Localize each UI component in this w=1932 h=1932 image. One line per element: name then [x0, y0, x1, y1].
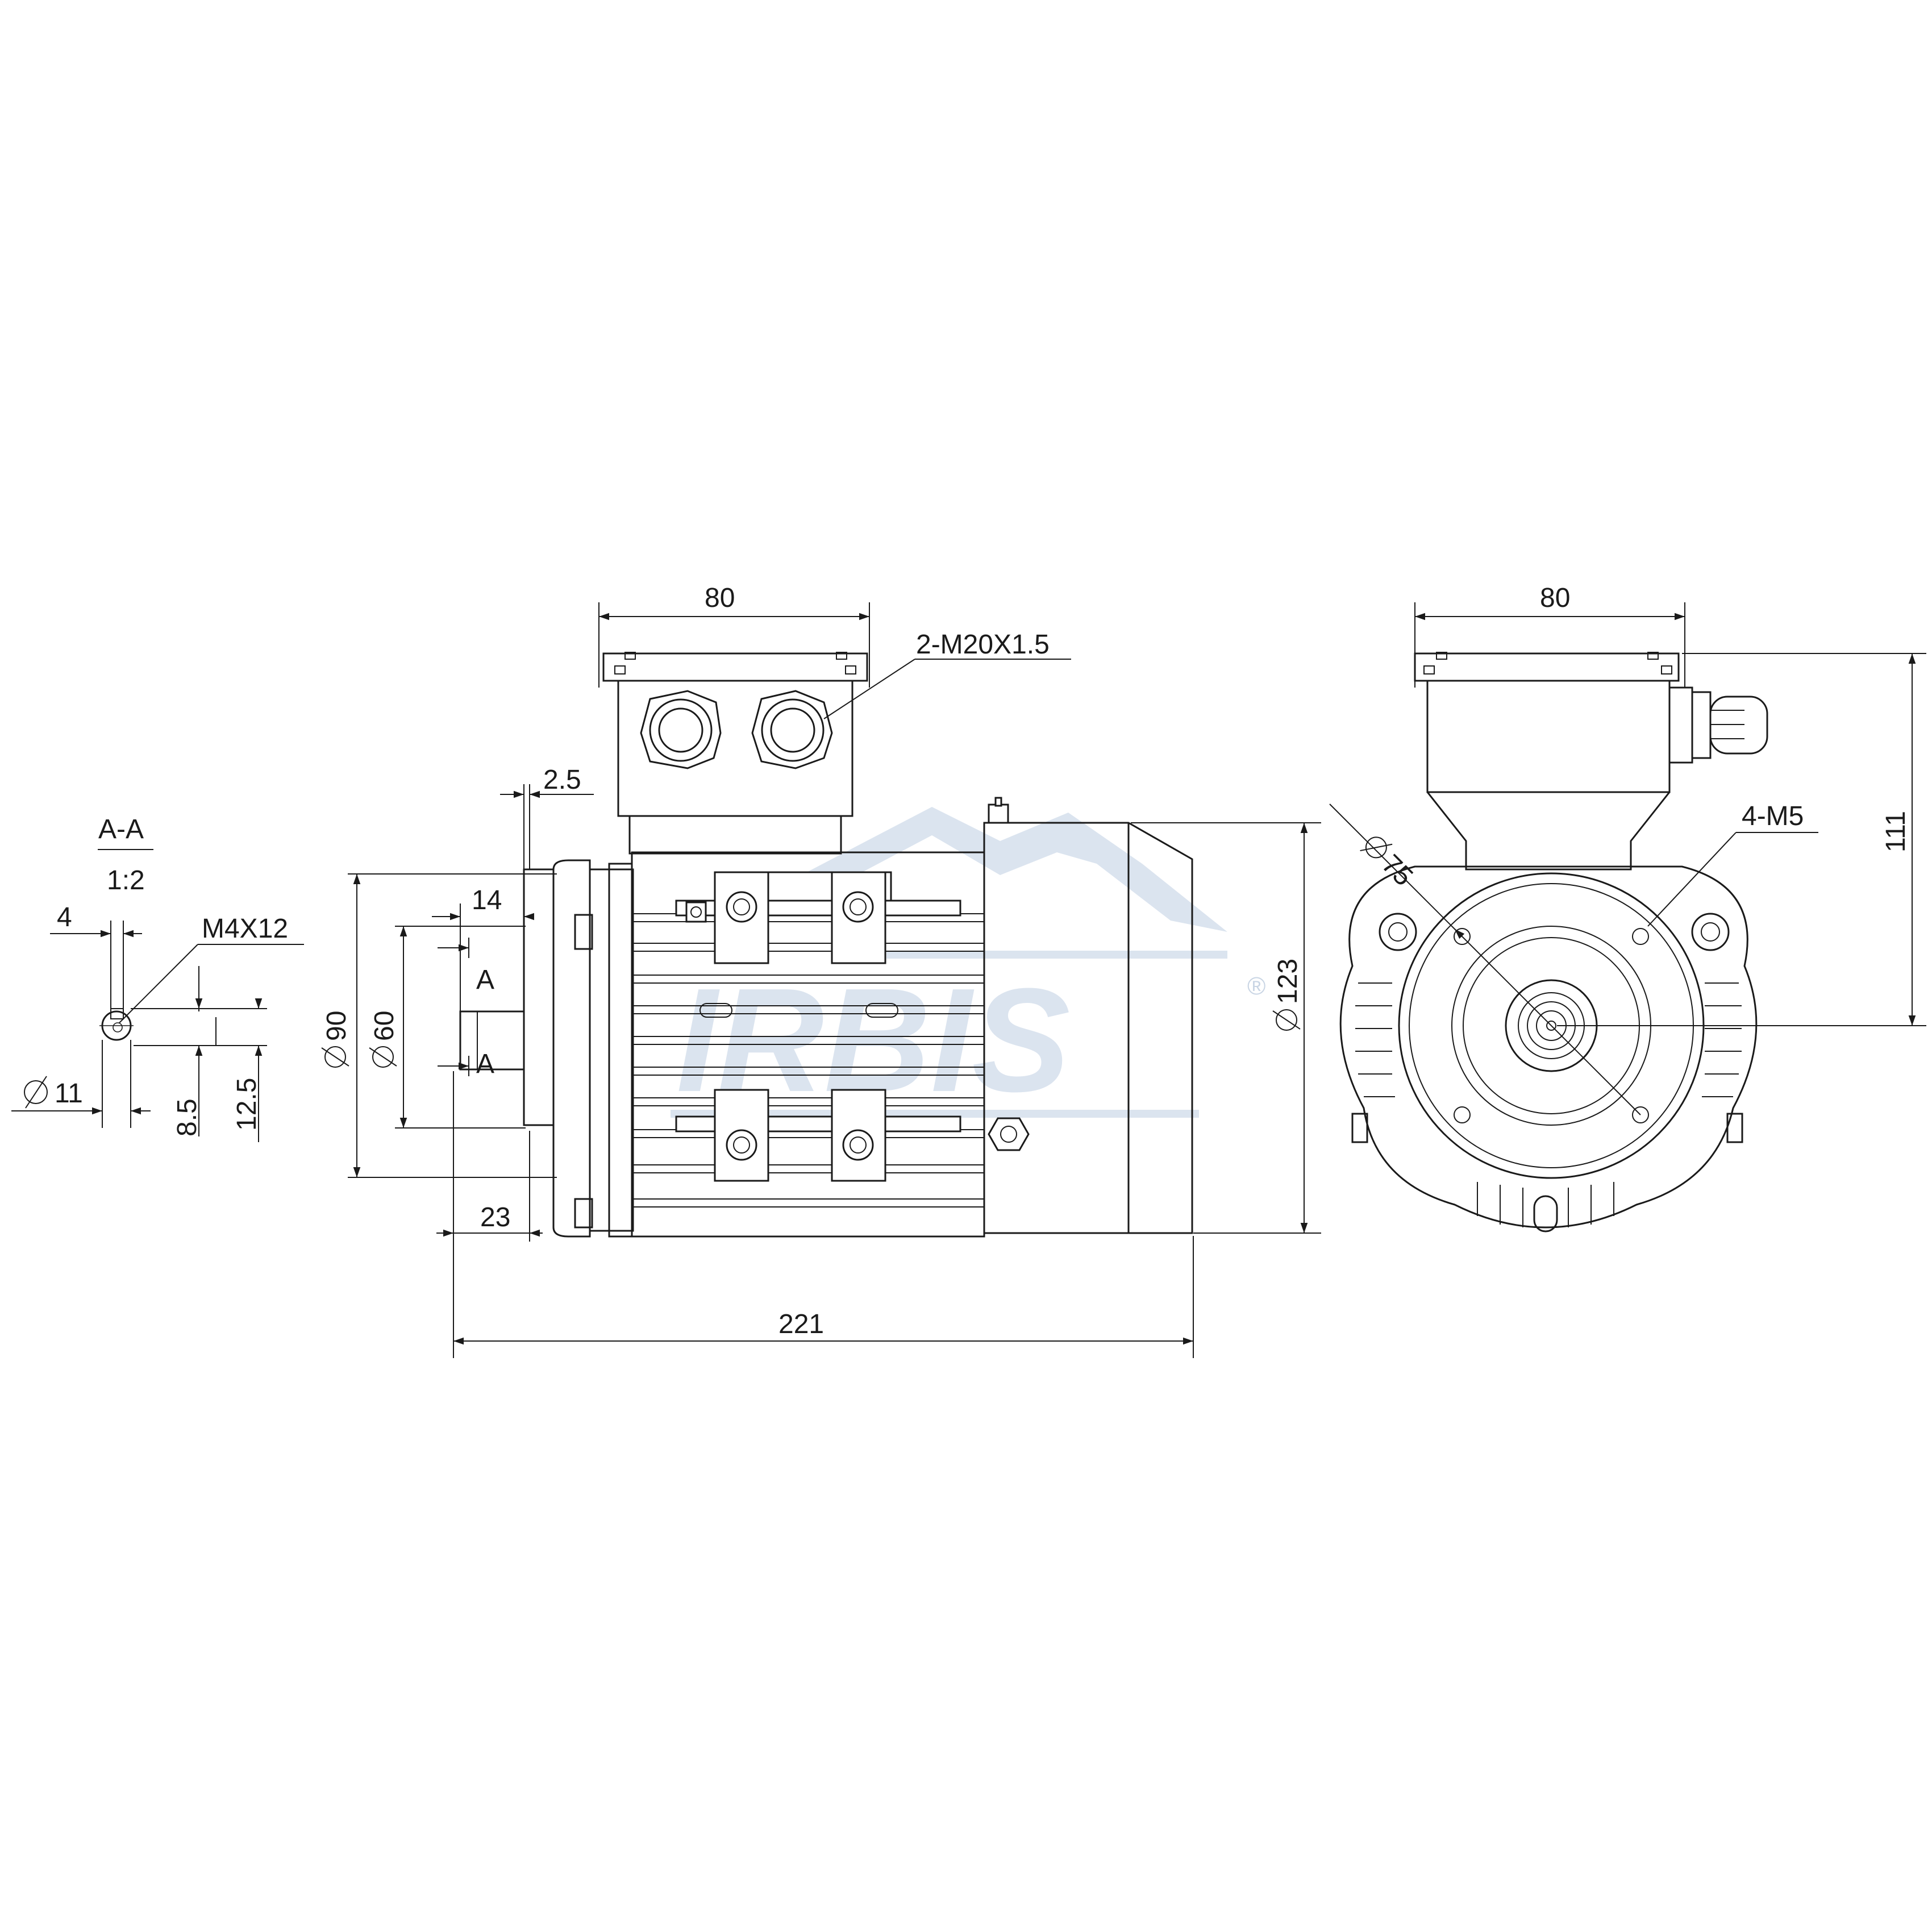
flange-lug — [1379, 913, 1417, 951]
diameter-symbol-icon — [372, 1046, 394, 1068]
leader-line — [1647, 832, 1737, 927]
flange-plate — [523, 868, 555, 1126]
side-boss — [1351, 1113, 1368, 1143]
section-marker-bottom: A — [476, 1049, 494, 1079]
flange-lug — [1691, 913, 1730, 951]
lid-screw — [1647, 652, 1659, 660]
terminal-box-lid — [1414, 652, 1680, 682]
flange-hole — [1454, 1106, 1471, 1123]
flange-thickness-label: 2.5 — [543, 765, 581, 795]
diameter-symbol-icon — [324, 1046, 346, 1068]
overall-length-label: 221 — [778, 1309, 824, 1339]
pcd-line — [1329, 803, 1641, 1115]
frame-slot — [865, 1003, 898, 1018]
end-frame-outline — [1339, 865, 1758, 1229]
terminal-box-width-label: 80 — [705, 583, 735, 613]
lid-screw — [624, 652, 636, 660]
leader-line — [823, 659, 915, 719]
section-marker-top: A — [476, 965, 494, 995]
cable-gland-left — [640, 690, 722, 769]
tapped-hole-label: M4X12 — [202, 914, 288, 944]
brake-plug — [988, 797, 1009, 824]
keyway — [110, 1008, 124, 1019]
registered-mark: ® — [1247, 972, 1265, 1000]
end-terminal-box-width-label: 80 — [1540, 583, 1570, 613]
end-shield-rim — [608, 863, 633, 1238]
flange-body — [552, 859, 591, 1238]
end-fins — [1355, 982, 1742, 1227]
diameter-symbol-icon — [25, 1076, 47, 1109]
flange-lug-hole — [1388, 922, 1408, 942]
section-aa: A-A 1:2 4 M4X12 11 8.5 — [11, 814, 304, 1142]
mounting-lug-top — [675, 871, 961, 964]
end-bolt — [574, 1198, 593, 1229]
lid-screw — [614, 665, 626, 674]
breather-plug — [988, 1117, 1030, 1151]
end-bolt — [574, 914, 593, 950]
flange-hole — [1632, 928, 1649, 945]
diameter-symbol-icon — [321, 1047, 349, 1067]
flange-holes-label: 4-M5 — [1742, 801, 1804, 831]
section-title: A-A — [98, 814, 144, 844]
diameter-symbol-icon — [369, 1047, 397, 1067]
terminal-box-lid — [602, 652, 868, 682]
flange-hole — [1632, 1106, 1649, 1123]
pcd-arrow — [1454, 928, 1465, 939]
diameter-symbol-icon — [24, 1080, 48, 1104]
lid-screw — [1661, 665, 1672, 674]
drain-boss — [1533, 1195, 1558, 1233]
terminal-box-neck — [1426, 792, 1671, 871]
spigot-diameter-label: 60 — [369, 1011, 399, 1041]
spigot-diameter-group: 60 — [369, 1011, 399, 1068]
body-diameter-group: 123 — [1272, 959, 1303, 1031]
lid-screw — [1423, 665, 1435, 674]
leader-line — [119, 944, 198, 1023]
diameter-symbol-icon — [1272, 1010, 1301, 1030]
mountain-logo-icon — [801, 807, 1227, 932]
shaft-diameter-label: 11 — [55, 1079, 83, 1109]
centre-hole — [1546, 1021, 1556, 1031]
lid-screw — [1436, 652, 1447, 660]
flange-lug-hole — [1701, 922, 1720, 942]
flange-diameter-label: 90 — [322, 1011, 352, 1041]
key-height-label: 12.5 — [232, 1078, 262, 1131]
shaft-length-label: 23 — [480, 1202, 510, 1233]
flange-diameter-group: 90 — [321, 1011, 352, 1068]
key-depth-label: 8.5 — [172, 1098, 202, 1136]
cable-gland-label: 2-M20X1.5 — [916, 630, 1050, 660]
side-view: 80 2-M20X1.5 2.5 14 A A 90 — [321, 583, 1321, 1358]
flange-hole — [1454, 928, 1471, 945]
end-shield — [589, 868, 634, 1232]
diameter-symbol-icon — [1365, 836, 1387, 859]
side-boss — [1726, 1113, 1743, 1143]
body-diameter-label: 123 — [1273, 959, 1303, 1004]
terminal-box-neck — [628, 815, 842, 855]
terminal-box — [1426, 680, 1671, 793]
cable-gland-right — [751, 690, 833, 769]
axis-height-label: 111 — [1881, 811, 1911, 852]
cable-gland-side — [1668, 686, 1768, 764]
end-view: 75 4-M5 80 111 — [1329, 583, 1926, 1233]
spigot-length-label: 14 — [472, 885, 502, 915]
keyway-width-label: 4 — [57, 902, 72, 932]
frame-slot — [699, 1003, 732, 1018]
tapped-hole-circle — [113, 1022, 123, 1032]
lid-screw — [845, 665, 856, 674]
section-scale: 1:2 — [107, 865, 145, 896]
mounting-lug-bottom — [675, 1089, 961, 1182]
lid-screw — [836, 652, 847, 660]
pcd-group: 75 — [1360, 836, 1418, 892]
diameter-symbol-icon — [1276, 1009, 1297, 1031]
diameter-symbol-icon — [1360, 843, 1393, 852]
